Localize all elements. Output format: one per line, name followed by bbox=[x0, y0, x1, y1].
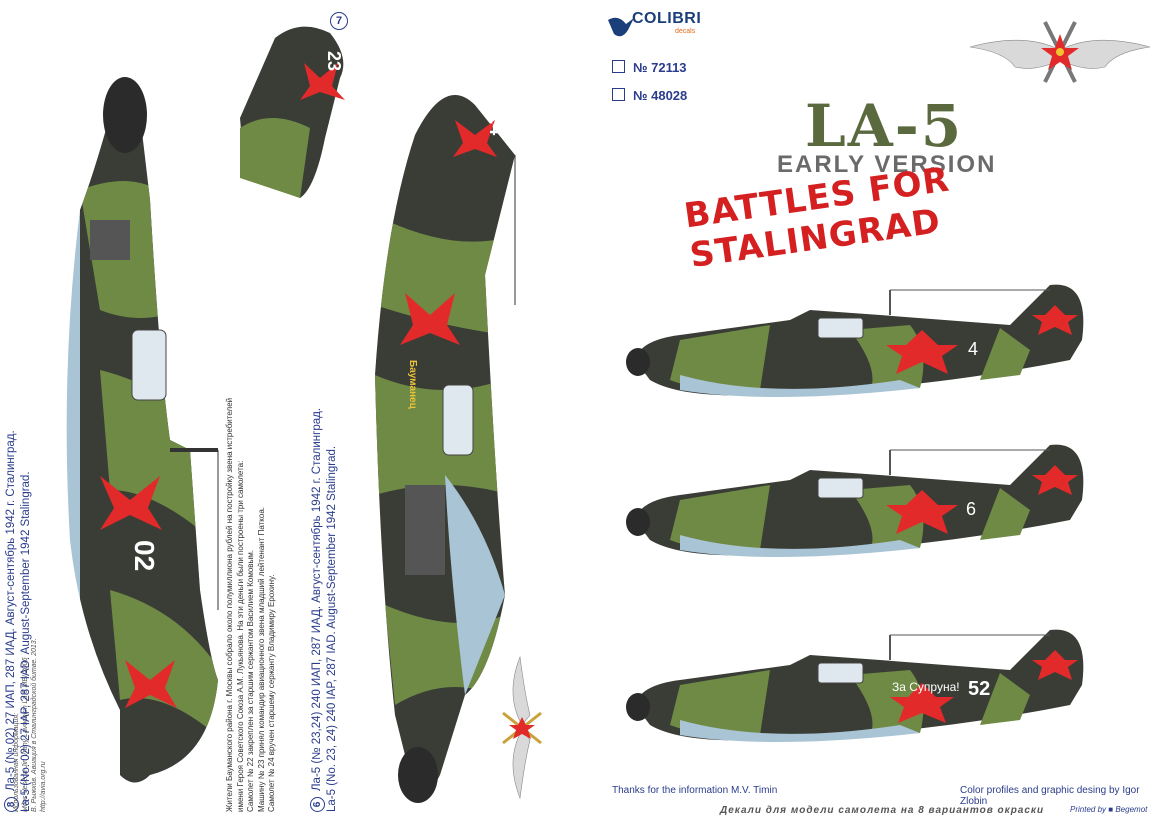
red-star bbox=[453, 120, 497, 157]
caption-8-en: La-5 (No. 02) 27 IAP, 287 IAD. August-Se… bbox=[20, 471, 32, 812]
spinner bbox=[103, 77, 147, 153]
story-line: Машину № 23 принял командир авиационного… bbox=[256, 507, 266, 812]
slogan: За Супруна! bbox=[892, 680, 960, 694]
red-star bbox=[125, 660, 177, 708]
caption-8-number: 8 bbox=[4, 797, 19, 812]
footer-ru-note: Декали для модели самолета на 8 варианто… bbox=[720, 805, 1045, 816]
story-block: Жители Бауманского района г. Москвы собр… bbox=[225, 212, 278, 812]
caption-6-number: 6 bbox=[310, 797, 325, 812]
brand-name: COLIBRI bbox=[632, 10, 702, 27]
plane-7-tail: 23 bbox=[240, 26, 345, 198]
story-line: Самолет № 22 закреплен за старшим сержан… bbox=[246, 550, 255, 812]
red-star bbox=[400, 293, 460, 345]
brand-sub: decals bbox=[675, 28, 696, 35]
red-star bbox=[300, 63, 345, 100]
canopy bbox=[131, 329, 167, 401]
side-number: 52 bbox=[968, 678, 990, 700]
red-star bbox=[886, 490, 958, 534]
exhaust bbox=[90, 220, 130, 260]
profile-number-7: 7 bbox=[330, 12, 348, 30]
option-48028[interactable]: № 48028 bbox=[612, 88, 687, 103]
option-72113[interactable]: № 72113 bbox=[612, 60, 687, 75]
story-line: Самолет № 24 вручен старшему сержанту Вл… bbox=[267, 574, 276, 812]
caption-8-ru: Ла-5 (№ 02) 27 ИАП, 287 ИАД. Август-сент… bbox=[5, 430, 17, 791]
side-profile-3: За Супруна! 52 bbox=[626, 629, 1084, 743]
plane-8-top-view: 02 bbox=[66, 77, 219, 783]
red-star bbox=[1032, 465, 1078, 495]
page-title: LA-5 bbox=[805, 92, 964, 160]
caption-6: 6 Ла-5 (№ 23,24) 240 ИАП, 287 ИАД. Август… bbox=[310, 408, 339, 812]
red-star bbox=[1032, 650, 1078, 680]
bauman-inscription: Бауманец bbox=[407, 360, 418, 410]
side-profile-2: 6 bbox=[626, 444, 1084, 558]
caption-8: 8 Ла-5 (№ 02) 27 ИАП, 287 ИАД. Август-сен… bbox=[4, 430, 33, 812]
red-star bbox=[100, 476, 162, 530]
side-number: 6 bbox=[966, 499, 976, 519]
caption-6-ru: Ла-5 (№ 23,24) 240 ИАП, 287 ИАД. Август-… bbox=[311, 407, 323, 791]
tail-number-23: 23 bbox=[324, 51, 344, 71]
red-star bbox=[886, 330, 958, 374]
colibri-bird-icon bbox=[608, 17, 634, 37]
footer-thanks: Thanks for the information M.V. Timin bbox=[612, 785, 778, 796]
story-line: имени Героя Советского Союза А.М. Лукьян… bbox=[235, 460, 245, 812]
caption-6-en: La-5 (No. 23, 24) 240 IAP, 287 IAD. Augu… bbox=[326, 445, 338, 812]
checkbox[interactable] bbox=[612, 60, 625, 73]
printer-name: Begemot bbox=[1115, 805, 1148, 814]
red-star bbox=[1032, 305, 1078, 335]
nose-number-02: 02 bbox=[129, 540, 160, 571]
side-profile-1: 4 bbox=[626, 284, 1084, 398]
footer-credits: Color profiles and graphic desing by Igo… bbox=[960, 785, 1140, 807]
page-subtitle: EARLY VERSION bbox=[777, 151, 997, 178]
exhaust bbox=[405, 485, 445, 575]
printed-by: Printed by ■ Begemot bbox=[1070, 805, 1147, 814]
option-label: № 48028 bbox=[633, 88, 688, 103]
canopy bbox=[442, 384, 474, 456]
option-label: № 72113 bbox=[633, 60, 687, 75]
spinner bbox=[398, 747, 438, 803]
plane-6-top-view: 24 Бауманец bbox=[375, 95, 516, 803]
tail-number-24: 24 bbox=[485, 113, 507, 136]
printed-label: Printed by bbox=[1070, 805, 1107, 814]
wings-emblem-icon bbox=[969, 21, 1151, 83]
wings-emblem-vertical-icon bbox=[502, 655, 542, 800]
printer-icon: ■ bbox=[1108, 805, 1114, 814]
checkbox[interactable] bbox=[612, 88, 625, 101]
side-number: 4 bbox=[968, 339, 978, 359]
red-star bbox=[890, 683, 954, 723]
